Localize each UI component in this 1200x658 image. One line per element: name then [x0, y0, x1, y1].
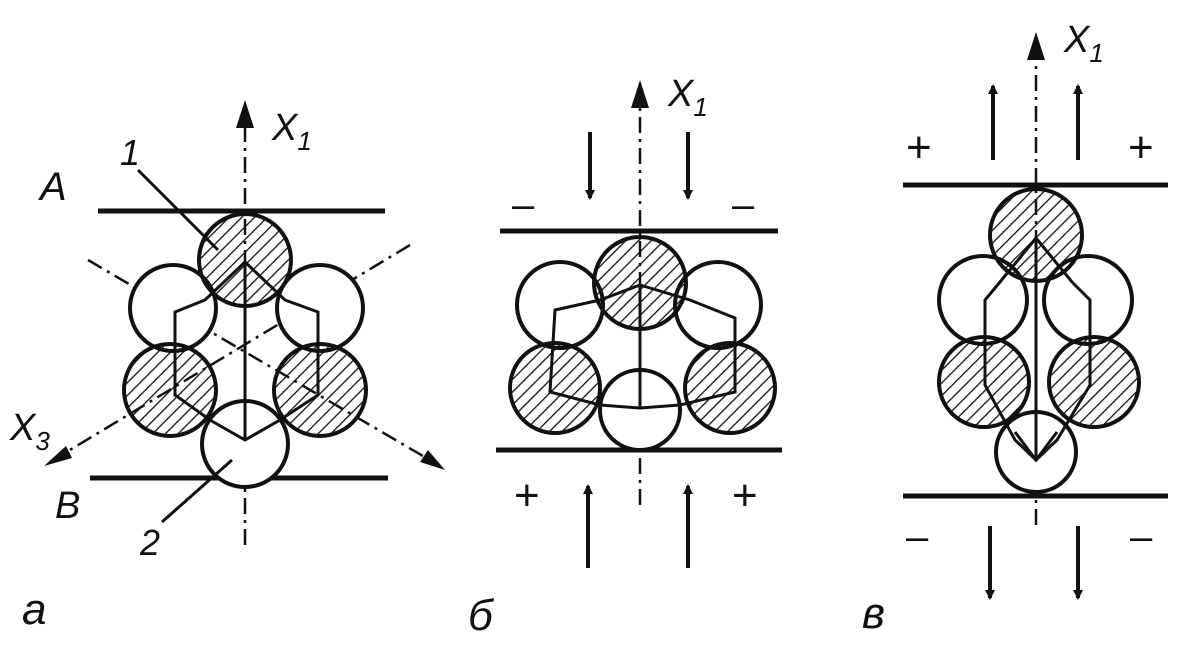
x1-label-c: X1 [1063, 19, 1104, 68]
panel-a: X1 A 1 X3 B 2 а [9, 100, 445, 634]
caption-c: в [862, 589, 885, 638]
atom-hatched-right-c [1047, 335, 1141, 429]
diagonal-arrowhead [420, 450, 445, 470]
x1-arrowhead-b [631, 80, 649, 108]
label-2: 2 [139, 522, 160, 563]
label-1: 1 [120, 132, 140, 173]
x1-label-a: X1 [271, 107, 312, 156]
label-B: B [55, 485, 80, 527]
x3-label: X3 [9, 407, 50, 456]
x3-arrowhead [44, 446, 72, 466]
atom-hatched-right [272, 342, 368, 438]
panel-b: X1 – – + + б [468, 73, 782, 640]
caption-a: а [22, 585, 46, 634]
sign-bottom-right-c: – [1130, 515, 1153, 559]
x1-arrowhead-c [1027, 32, 1045, 60]
atom-open-upper-right [275, 263, 365, 353]
x1-label-b: X1 [667, 73, 708, 122]
label-A: A [38, 165, 67, 209]
sign-top-right-b: – [732, 183, 755, 227]
atom-hatched-left [122, 342, 218, 438]
atom-hatched-left-b [508, 341, 602, 435]
atom-hatched-right-b [683, 341, 777, 435]
sign-bottom-left-b: + [514, 471, 540, 520]
leader-2 [161, 458, 233, 524]
bond-bottom-v-c [1013, 431, 1059, 463]
caption-b: б [468, 591, 495, 640]
sign-bottom-right-b: + [732, 471, 758, 520]
x1-arrowhead-a [236, 100, 254, 128]
sign-top-right-c: + [1128, 123, 1154, 172]
sign-top-left-b: – [512, 183, 535, 227]
atom-open-upper-right-b [673, 260, 763, 350]
sign-top-left-c: + [906, 123, 932, 172]
leader-1 [136, 168, 220, 252]
atom-open-upper-left-b [515, 260, 605, 350]
sign-bottom-left-c: – [906, 515, 929, 559]
panel-c: X1 + + – – в [862, 19, 1168, 638]
